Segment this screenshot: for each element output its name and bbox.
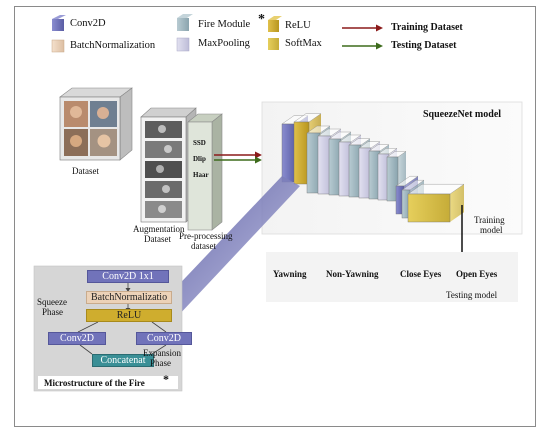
legend-label-conv2d: Conv2D	[70, 18, 106, 29]
figure-frame	[14, 6, 536, 427]
squeezenet-title: SqueezeNet model	[423, 109, 502, 120]
legend-label-softmax: SoftMax	[285, 38, 322, 49]
legend-testing-arrow	[342, 42, 383, 50]
class-label-close-eyes: Close Eyes	[400, 269, 442, 279]
layer-softmax	[407, 184, 465, 223]
fire-conv2d-left: Conv2D	[48, 332, 106, 345]
legend-label-testing-dataset: Testing Dataset	[391, 40, 457, 51]
fire-relu: ReLU	[86, 309, 172, 322]
legend-label-maxpooling: MaxPooling	[198, 38, 250, 49]
class-label-non-yawning: Non-Yawning	[326, 269, 379, 279]
fire-conv2d-right: Conv2D	[136, 332, 192, 345]
legend-training-arrow	[342, 24, 383, 32]
fire-batchnorm: BatchNormalizatio	[86, 291, 172, 304]
fire-concatenate: Concatenat	[92, 354, 154, 367]
legend-label-batchnorm: BatchNormalization	[70, 40, 156, 51]
fire-caption: Microstructure of the Fire	[44, 378, 145, 388]
legend-swatch-softmax	[268, 38, 279, 50]
class-label-yawning: Yawning	[273, 269, 307, 279]
preprocessing-method-dlip: Dlip	[193, 155, 206, 163]
preprocessing-panel	[187, 113, 223, 231]
legend-swatch-relu	[268, 16, 282, 32]
legend-swatch-batchnorm	[51, 39, 65, 53]
squeezenet-layers	[281, 113, 465, 223]
legend-swatch-fire-module	[177, 14, 193, 31]
fire-caption-asterisk: *	[163, 372, 169, 386]
training-model-label-line2: model	[480, 225, 503, 235]
testing-model-label: Testing model	[446, 290, 498, 300]
preprocessing-label-line1: Pre-processing	[179, 231, 233, 241]
legend-label-fire-module: Fire Module	[198, 19, 251, 30]
squeeze-phase-line2: Phase	[42, 307, 63, 317]
fire-flow-arrows	[77, 283, 167, 355]
dataset-label: Dataset	[72, 166, 99, 176]
pipeline-arrows	[214, 151, 262, 164]
class-label-open-eyes: Open Eyes	[456, 269, 498, 279]
fire-microstructure-panel	[33, 265, 183, 392]
augmentation-label-line2: Dataset	[144, 234, 171, 244]
expansion-phase-line1: Expansion	[143, 348, 181, 358]
expansion-phase-line2: Phase	[150, 358, 171, 368]
legend-swatch-maxpooling	[176, 37, 190, 52]
legend-swatch-conv2d	[52, 15, 66, 31]
squeeze-phase-line1: Squeeze	[37, 297, 67, 307]
preprocessing-method-haar: Haar	[193, 171, 209, 179]
fire-zoom-fan	[168, 176, 300, 318]
augmentation-label-line1: Augmentation	[133, 224, 185, 234]
preprocessing-method-ssd: SSD	[193, 139, 206, 147]
legend-label-training-dataset: Training Dataset	[391, 22, 463, 33]
fire-conv2d-1x1: Conv2D 1x1	[87, 270, 169, 283]
dataset-image-box	[59, 87, 133, 161]
testing-model-panel	[266, 252, 518, 302]
preprocessing-label-line2: dataset	[191, 241, 216, 251]
legend-fire-asterisk: *	[258, 12, 265, 27]
fire-caption-box	[38, 376, 178, 389]
training-model-label-line1: Training	[474, 215, 505, 225]
legend-label-relu: ReLU	[285, 20, 311, 31]
